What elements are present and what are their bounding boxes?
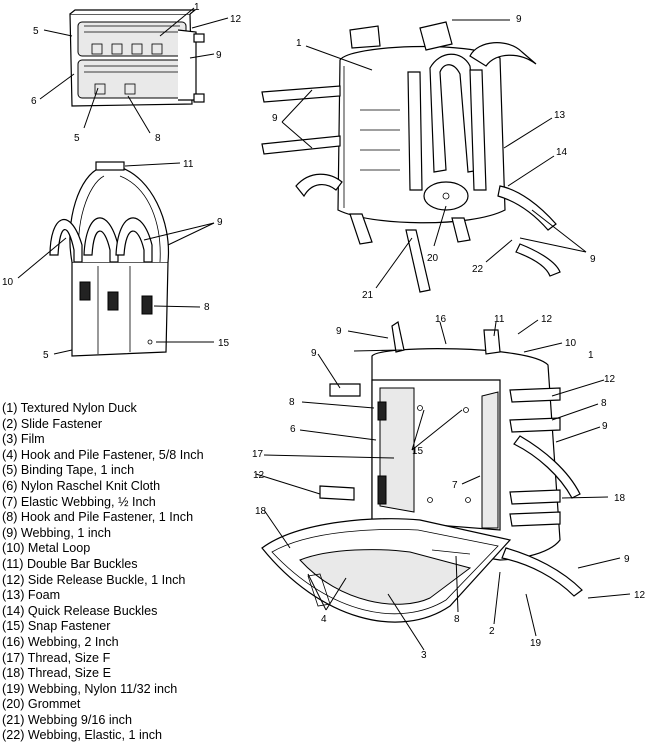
legend-item-4: (4) Hook and Pile Fastener, 5/8 Inch [2,447,204,462]
callout-6-a: 6 [31,96,37,107]
legend-item-19: (19) Webbing, Nylon 11/32 inch [2,681,178,696]
legend-item-17: (17) Thread, Size F [2,650,111,665]
callout-14-a: 14 [556,147,568,158]
callout-18-a: 18 [614,493,626,504]
callout-12-c: 12 [604,374,616,385]
callout-5-c: 5 [43,350,49,361]
callout-1-b: 1 [296,38,302,49]
legend-item-12: (12) Side Release Buckle, 1 Inch [2,572,186,587]
callout-9-b: 9 [217,217,223,228]
callout-16-a: 16 [435,314,447,325]
legend-item-8: (8) Hook and Pile Fastener, 1 Inch [2,510,194,525]
callout-9-c: 9 [516,14,522,25]
callout-1-c: 1 [588,350,594,361]
callout-1-a: 1 [194,2,200,13]
backpack-open-view-drawing [261,321,583,623]
legend-item-10: (10) Metal Loop [2,541,91,556]
callout-11-a: 11 [183,159,194,170]
callout-15-b: 15 [412,446,424,457]
callout-6-b: 6 [290,424,296,435]
legend-item-5: (5) Binding Tape, 1 inch [2,463,135,478]
callout-12-b: 12 [541,314,553,325]
legend-item-11: (11) Double Bar Buckles [2,556,138,571]
backpack-rear-view-drawing [261,21,561,293]
callout-10-a: 10 [2,277,14,288]
callout-18-b: 18 [255,506,267,517]
callout-11-b: 11 [494,314,505,325]
callout-9-a: 9 [216,50,222,61]
callout-15-a: 15 [218,338,230,349]
legend-item-20: (20) Grommet [2,697,81,712]
callout-5-a: 5 [33,26,39,37]
callout-9-h: 9 [602,421,608,432]
parts-legend: (1) Textured Nylon Duck (2) Slide Fasten… [2,401,262,744]
callout-13-a: 13 [554,110,566,121]
callout-8-d: 8 [601,398,607,409]
panel-with-pockets-drawing [69,9,205,107]
legend-item-2: (2) Slide Fastener [2,416,103,431]
legend-item-6: (6) Nylon Raschel Knit Cloth [2,478,161,493]
callout-17-a: 17 [252,449,264,460]
legend-item-22: (22) Webbing, Elastic, 1 inch [2,728,163,743]
callout-20-a: 20 [427,253,439,264]
legend-item-14: (14) Quick Release Buckles [2,603,158,618]
callout-3-a: 3 [421,650,427,661]
callout-12-d: 12 [253,470,265,481]
callout-4-a: 4 [321,614,327,625]
legend-item-18: (18) Thread, Size E [2,666,111,681]
callout-8-a: 8 [155,133,161,144]
callout-9-e: 9 [590,254,596,265]
callout-8-b: 8 [204,302,210,313]
callout-10-b: 10 [565,338,577,349]
callout-numbers: 5 1 12 9 6 5 8 11 9 10 8 5 15 9 1 9 13 1… [2,2,646,661]
carrier-with-straps-drawing [49,161,170,357]
legend-item-15: (15) Snap Fastener [2,619,111,634]
legend-item-9: (9) Webbing, 1 inch [2,525,111,540]
callout-8-c: 8 [289,397,295,408]
leader-lines [17,7,631,651]
callout-22-a: 22 [472,264,484,275]
callout-21-a: 21 [362,290,374,301]
callout-9-d: 9 [272,113,278,124]
legend-item-13: (13) Foam [2,588,61,603]
callout-7-a: 7 [452,480,458,491]
legend-item-3: (3) Film [2,432,45,447]
callout-2-a: 2 [489,626,495,637]
callout-9-i: 9 [624,554,630,565]
callout-9-f: 9 [336,326,342,337]
callout-12-a: 12 [230,14,242,25]
callout-19-a: 19 [530,638,542,649]
legend-item-7: (7) Elastic Webbing, ½ Inch [2,494,156,509]
callout-5-b: 5 [74,133,80,144]
legend-item-16: (16) Webbing, 2 Inch [2,634,119,649]
legend-item-21: (21) Webbing 9/16 inch [2,712,132,727]
legend-item-1: (1) Textured Nylon Duck [2,401,137,415]
callout-8-e: 8 [454,614,460,625]
callout-9-g: 9 [311,348,317,359]
callout-12-e: 12 [634,590,646,601]
